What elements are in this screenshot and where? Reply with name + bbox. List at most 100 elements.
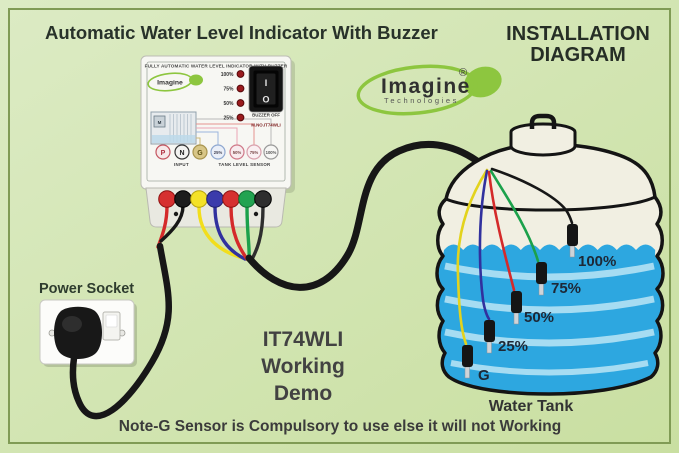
device-panel-title: FULLY AUTOMATIC WATER LEVEL INDICATOR WI… [145, 64, 288, 69]
led-50-icon [236, 99, 245, 107]
level-label-100: 100% [578, 253, 616, 270]
tank-wire-black [490, 167, 574, 225]
tank-water [437, 244, 663, 394]
tank-wire-green [489, 169, 540, 263]
led-75: 75% [223, 84, 245, 93]
device-brand-ellipse-icon [147, 72, 193, 92]
tank-lid [509, 113, 577, 157]
terminal-p: P [155, 144, 171, 160]
motor-box [153, 115, 166, 128]
tank-sensor-wires [456, 167, 574, 346]
device-brand-logo: Imagine [147, 72, 203, 92]
level-label-g: G [478, 367, 490, 384]
svg-text:25%: 25% [214, 150, 223, 155]
terminal-25: 25% [210, 144, 226, 160]
installation-heading-line2: DIAGRAM [530, 44, 626, 66]
terminal-100: 100% [263, 144, 279, 160]
demo-line2: Working [261, 355, 345, 378]
tank-sensors [462, 224, 578, 379]
tank-level-labels: 100% 75% 50% 25% G [478, 253, 616, 384]
svg-text:G: G [197, 150, 203, 157]
page-border [8, 8, 671, 444]
registered-mark: ® [459, 67, 467, 79]
tank-wire-yellow [456, 168, 489, 346]
terminal-75: 75% [246, 144, 262, 160]
device-brand-leaf-icon [189, 74, 203, 86]
power-plug [54, 306, 102, 359]
device-brand-name: Imagine [157, 80, 183, 87]
panel-traces [196, 118, 272, 146]
page-title: Automatic Water Level Indicator With Buz… [45, 22, 438, 43]
svg-text:25%: 25% [223, 116, 234, 122]
led-100-icon [236, 70, 245, 78]
wire-head-black2 [254, 190, 272, 208]
tank-shoulder-line [445, 195, 656, 212]
device-panel-frame [146, 61, 286, 182]
svg-text:50%: 50% [223, 101, 234, 107]
wire-head-black [174, 190, 192, 208]
demo-caption: IT74WLI Working Demo [261, 328, 345, 405]
led-100: 100% [221, 70, 245, 78]
model-number-label: M.NO.IT74WLI [251, 123, 281, 128]
socket-switch-rocker [105, 314, 118, 328]
flange-screw-left [173, 211, 179, 217]
wire-25-blue [213, 205, 247, 261]
brand-ellipse-icon [356, 64, 478, 116]
led-25: 25% [223, 113, 245, 122]
wire-head-red2 [222, 190, 240, 208]
wire-head-red [158, 190, 176, 208]
level-label-75: 75% [551, 280, 581, 297]
demo-line3: Demo [274, 382, 332, 405]
brand-name: Imagine [381, 75, 471, 98]
wire-neutral-black [159, 204, 185, 243]
switch-off-glyph: O [262, 95, 269, 105]
brand-logo: Imagine ® Technologies [356, 64, 502, 116]
lid-handle [529, 113, 557, 129]
footer-note: Note-G Sensor is Compulsory to use else … [119, 418, 561, 435]
sensor-25 [484, 320, 495, 354]
buzzer-off-label: BUZZER OFF [252, 113, 280, 118]
demo-line1: IT74WLI [263, 328, 344, 351]
sensor-50 [511, 291, 522, 325]
brand-tagline: Technologies [384, 96, 459, 105]
svg-text:100%: 100% [221, 72, 234, 78]
plug-highlight [62, 316, 82, 332]
tank-outline [435, 142, 665, 396]
flange-screw-right [253, 211, 259, 217]
svg-text:100%: 100% [266, 150, 277, 155]
sensor-100 [567, 224, 578, 258]
led-75-icon [236, 84, 245, 93]
terminal-row: P N G 25% 50% 75% [155, 144, 279, 167]
sensor-75 [536, 262, 547, 296]
svg-text:P: P [161, 150, 166, 157]
level-label-50: 50% [524, 309, 554, 326]
sensor-g [462, 345, 473, 379]
terminal-g: G [192, 144, 208, 160]
led-25-icon [236, 113, 245, 122]
wire-50-red [229, 205, 249, 261]
level-label-25: 25% [498, 338, 528, 355]
svg-text:75%: 75% [223, 87, 234, 93]
terminal-n: N [174, 144, 190, 160]
tank-ribs [444, 262, 655, 376]
input-group-label: INPUT [174, 162, 189, 167]
sensor-group-label: TANK LEVEL SENSOR [218, 162, 271, 167]
wire-head-green [238, 190, 256, 208]
wire-heads [158, 190, 272, 208]
tank-wire-red [487, 170, 516, 292]
svg-text:50%: 50% [233, 150, 242, 155]
led-indicators: 100% 75% 50% 25% [221, 70, 245, 122]
wire-head-yellow [190, 190, 208, 208]
led-50: 50% [223, 99, 245, 107]
installation-heading-line1: INSTALLATION [506, 23, 650, 45]
sensor-cable [245, 140, 490, 291]
power-cord [69, 242, 172, 420]
motor-label: M [158, 120, 162, 125]
rocker-switch: I O [248, 65, 284, 113]
svg-text:N: N [179, 150, 184, 157]
switch-on-glyph: I [265, 78, 268, 88]
tank-wire-blue [478, 169, 491, 321]
tank-label: Water Tank [489, 398, 574, 415]
